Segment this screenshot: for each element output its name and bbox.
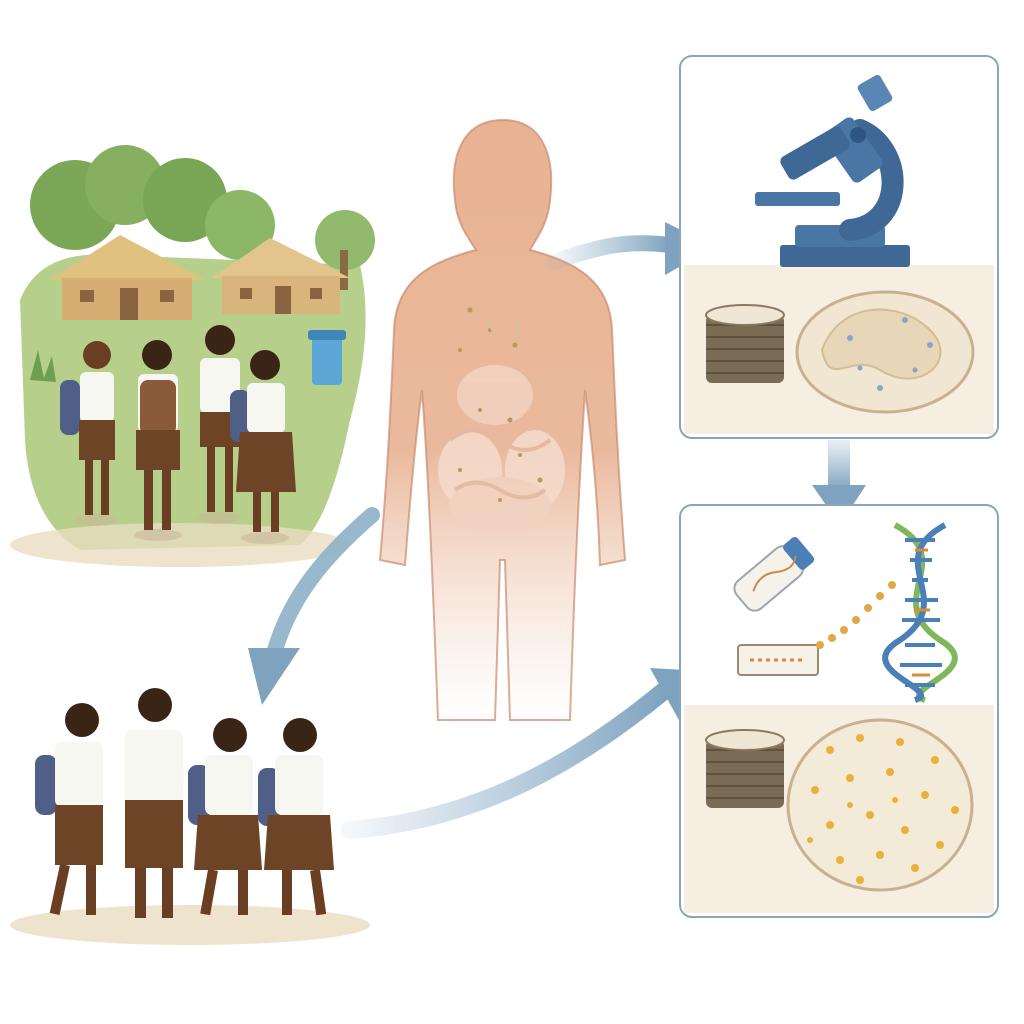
- petri-dish-icon: [795, 290, 975, 414]
- village-school-scene: [10, 145, 375, 567]
- school-children-group: [10, 688, 370, 945]
- gut-region: [438, 365, 565, 533]
- hut-right: [212, 238, 350, 314]
- child-walking-1: [35, 703, 103, 915]
- child-standing-1: [60, 341, 117, 526]
- microbe-specks: [458, 307, 543, 502]
- child-walking-4: [258, 718, 334, 916]
- human-body-gut: [378, 118, 627, 721]
- lab-culture-panel: [679, 55, 999, 439]
- child-walking-3: [188, 718, 262, 916]
- shrub: [30, 350, 56, 382]
- hut-left: [50, 235, 205, 320]
- bead-chain: [816, 581, 896, 649]
- tree-group: [30, 145, 375, 290]
- petri-dish-colonies-icon: [786, 718, 974, 892]
- culture-stack-icon: [705, 304, 785, 383]
- child-standing-2: [134, 340, 182, 541]
- child-walking-2: [125, 688, 183, 918]
- arrow-body-to-children: [248, 507, 380, 705]
- child-standing-4: [230, 350, 296, 544]
- genomics-panel: [679, 504, 999, 918]
- culture-stack-icon-2: [705, 729, 785, 808]
- water-filter-icon: [308, 330, 346, 385]
- sample-slide-icon: [737, 644, 819, 676]
- dna-helix-icon: [882, 522, 958, 703]
- microscope-icon: [755, 74, 910, 267]
- sample-tube-icon: [733, 536, 815, 612]
